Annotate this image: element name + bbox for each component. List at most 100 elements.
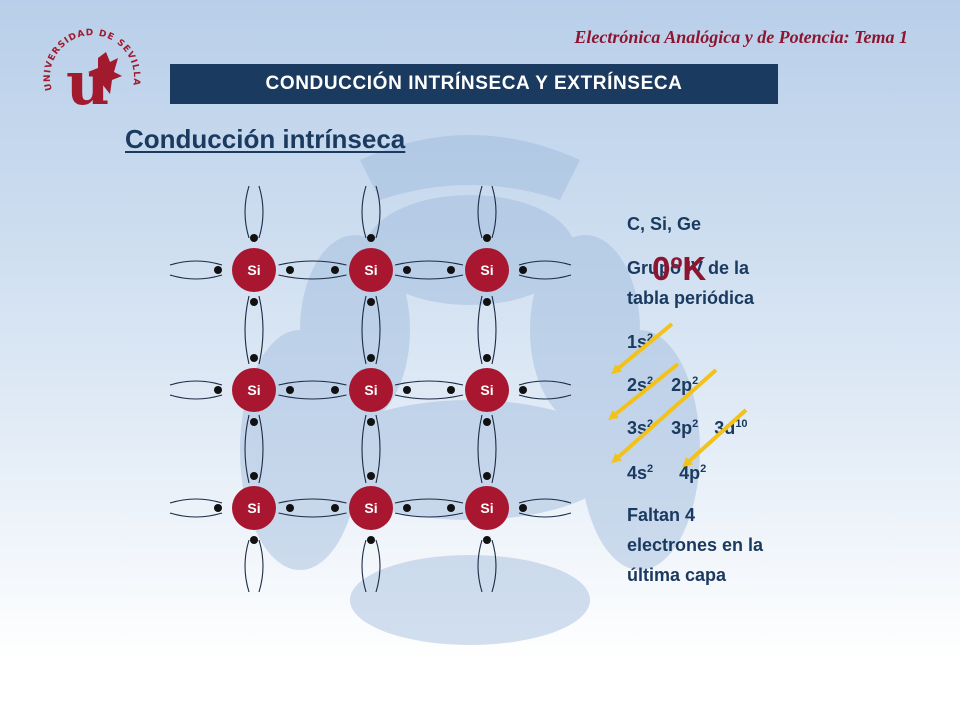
bond-line — [169, 260, 223, 266]
bond-line — [278, 394, 347, 400]
bond-line — [361, 539, 367, 593]
group-line-1: Grupo IV de la — [627, 258, 750, 278]
si-atom-2-3 — [465, 368, 509, 412]
electron-dot — [250, 472, 258, 480]
electron-dot — [447, 266, 455, 274]
bond-line — [518, 260, 572, 266]
group-line-2: tabla periódica — [627, 288, 755, 308]
electron-dot — [519, 504, 527, 512]
config-3d-exp: 10 — [735, 418, 748, 430]
bond-line — [258, 539, 264, 593]
config-3s-exp: 2 — [647, 418, 654, 430]
config-4s-exp: 2 — [647, 463, 654, 475]
electron-dot — [250, 298, 258, 306]
section-banner: CONDUCCIÓN INTRÍNSECA Y EXTRÍNSECA — [170, 64, 778, 104]
si-atom-1-3 — [465, 248, 509, 292]
si-atom-1-2 — [349, 248, 393, 292]
si-atom-label: Si — [247, 262, 260, 278]
si-atom-3-1 — [232, 486, 276, 530]
bond-line — [361, 185, 367, 239]
config-4p-exp: 2 — [700, 463, 707, 475]
electron-dot — [367, 298, 375, 306]
bond-line — [518, 380, 572, 386]
electron-dot — [367, 536, 375, 544]
electron-dot — [331, 266, 339, 274]
bond-line — [518, 394, 572, 400]
university-logo: UNIVERSIDAD DE SEVILLA u — [43, 28, 140, 118]
si-atom-3-2 — [349, 486, 393, 530]
electron-dot — [286, 504, 294, 512]
bond-line — [394, 260, 464, 266]
si-atom-2-1 — [232, 368, 276, 412]
config-2s-exp: 2 — [647, 375, 654, 387]
electron-dot — [483, 472, 491, 480]
bond-line — [394, 274, 464, 280]
bond-line — [244, 295, 250, 365]
electron-dot — [250, 234, 258, 242]
si-atom-2-2 — [349, 368, 393, 412]
si-atom-3-3 — [465, 486, 509, 530]
bond-line — [518, 498, 572, 504]
si-atom-label: Si — [247, 500, 260, 516]
angel-icon — [88, 52, 122, 94]
electron-dot — [367, 472, 375, 480]
si-atom-label: Si — [480, 382, 493, 398]
electron-dot — [403, 386, 411, 394]
electron-dot — [483, 536, 491, 544]
electron-dot — [519, 386, 527, 394]
elements-text: C, Si, Ge — [627, 214, 702, 234]
bond-line — [169, 512, 223, 518]
bond-line — [361, 414, 367, 484]
electron-dot — [214, 266, 222, 274]
electron-dot — [483, 234, 491, 242]
electron-dot — [483, 354, 491, 362]
bond-line — [394, 512, 464, 518]
electron-dot — [250, 418, 258, 426]
electron-dot — [331, 386, 339, 394]
bond-line — [394, 394, 464, 400]
bond-line — [477, 295, 483, 365]
bond-line — [278, 260, 347, 266]
config-3p-exp: 2 — [692, 418, 699, 430]
bond-line — [375, 185, 381, 239]
arrow-4-icon — [682, 408, 748, 468]
config-4p: 4p — [679, 463, 701, 483]
electron-dot — [286, 386, 294, 394]
bond-line — [491, 414, 497, 484]
electron-dot — [519, 266, 527, 274]
electron-dot — [367, 234, 375, 242]
si-atom-label: Si — [480, 500, 493, 516]
missing-line-3: última capa — [627, 565, 727, 585]
bond-line — [518, 274, 572, 280]
si-atom-label: Si — [364, 382, 377, 398]
bond-line — [278, 380, 347, 386]
bond-line — [258, 414, 264, 484]
arrow-1-icon — [611, 322, 674, 375]
si-atom-label: Si — [247, 382, 260, 398]
bond-line — [278, 512, 347, 518]
electron-dot — [447, 504, 455, 512]
electron-dot — [403, 504, 411, 512]
electron-dot — [483, 418, 491, 426]
si-atom-label: Si — [364, 500, 377, 516]
config-3s: 3s — [627, 418, 648, 438]
bond-line — [375, 414, 381, 484]
bond-line — [244, 539, 250, 593]
bond-line — [258, 295, 264, 365]
bond-line — [361, 295, 367, 365]
config-2p: 2p — [671, 375, 693, 395]
bond-line — [258, 185, 264, 239]
bond-line — [278, 274, 347, 280]
arrow-3-icon — [611, 368, 718, 464]
si-atom-label: Si — [364, 262, 377, 278]
bond-line — [491, 185, 497, 239]
config-2s: 2s — [627, 375, 648, 395]
missing-line-1: Faltan 4 — [627, 505, 696, 525]
bond-line — [477, 539, 483, 593]
bond-line — [491, 295, 497, 365]
bond-line — [491, 539, 497, 593]
electron-dot — [367, 354, 375, 362]
